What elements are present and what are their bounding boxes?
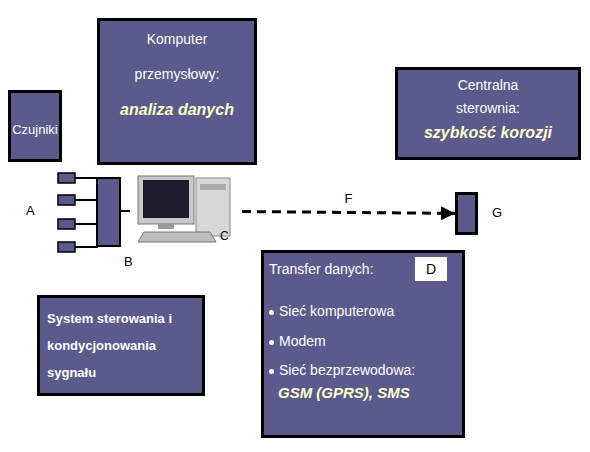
bullet-item: Modem <box>279 331 459 351</box>
callout-letter: D <box>415 260 447 278</box>
bullet-item: Sieć komputerowa <box>279 301 459 321</box>
box-title: Czujniki <box>11 120 59 140</box>
sensor-wire <box>75 223 98 225</box>
callout-letter: C <box>220 229 236 243</box>
computer-illustration: C <box>130 172 242 250</box>
sensor-symbol <box>58 195 75 205</box>
receiver-box: G <box>455 192 478 235</box>
bullet-dot <box>269 369 274 374</box>
sensor-array <box>58 173 132 252</box>
monitor-stand <box>158 224 174 229</box>
control-room-box: Centralna sterownia: szybkość korozji <box>395 67 581 160</box>
sensor-wire <box>75 199 98 201</box>
edge-label: F <box>345 191 353 206</box>
computer-box: Komputer przemysłowy: analiza danych <box>97 18 257 165</box>
bullet-dot <box>269 310 274 315</box>
callout-letter: B <box>124 254 133 269</box>
sensor-symbol <box>58 173 75 183</box>
bullet-dot <box>269 340 274 345</box>
sensor-symbol <box>58 242 75 252</box>
box-title: Komputer przemysłowy: <box>127 22 227 92</box>
bullet-subitem: GSM (GPRS), SMS <box>278 383 463 403</box>
dashed-arrow <box>242 211 455 213</box>
sensor-wire <box>75 177 98 179</box>
sensor-box: Czujniki <box>8 90 62 162</box>
data-transfer-box: Transfer danych: Sieć komputerowaModemSie… <box>261 250 465 438</box>
monitor-frame <box>138 176 194 224</box>
drive-bay <box>200 184 226 190</box>
sensor-wire <box>75 246 98 248</box>
callout-letter: A <box>26 203 35 218</box>
sensor-symbol <box>58 219 75 229</box>
box-title: Centralna sterownia: <box>438 74 538 120</box>
bullet-item: Sieć bezprzewodowa: <box>279 360 459 380</box>
pc-tower <box>196 178 230 236</box>
signal-bus-bar <box>97 178 120 246</box>
box-subtitle: analiza danych <box>100 100 254 120</box>
signal-conditioning-box: System sterowania i kondycjonowania sygn… <box>37 295 205 396</box>
callout-letter: G <box>492 205 508 221</box>
monitor-screen <box>143 180 189 218</box>
keyboard <box>138 232 216 242</box>
box-subtitle: szybkość korozji <box>398 123 578 143</box>
box-title: System sterowania i kondycjonowania sygn… <box>47 305 175 386</box>
box-title: Transfer danych: <box>269 259 409 279</box>
callout-box: D <box>415 257 447 281</box>
